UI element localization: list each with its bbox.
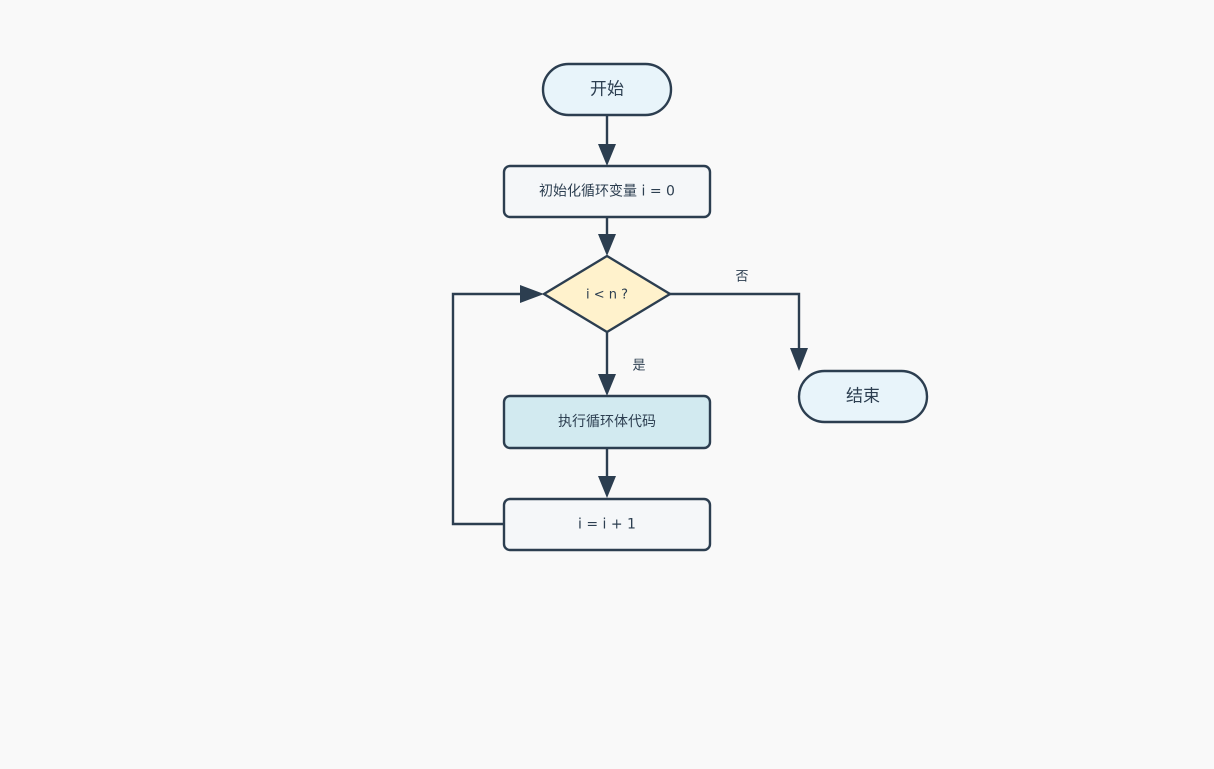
edge-body-to-increment	[598, 448, 616, 498]
init-node[interactable]: 初始化循环变量 i = 0	[502, 164, 712, 219]
start-node-label: 开始	[590, 80, 624, 100]
edge-label-yes: 是	[632, 359, 645, 374]
edge-increment-to-condition	[451, 285, 544, 526]
body-node-shape	[502, 394, 712, 450]
body-node-label: 执行循环体代码	[558, 414, 656, 430]
nodes: 开始 初始化循环变量 i = 0 i < n ? 执行循环体代码 i = i +…	[502, 62, 929, 552]
body-node[interactable]: 执行循环体代码	[502, 394, 712, 450]
init-node-label: 初始化循环变量 i = 0	[539, 183, 675, 200]
edge-condition-to-body: 是	[598, 332, 646, 396]
start-node[interactable]: 开始	[541, 62, 673, 117]
increment-node-label: i = i + 1	[578, 517, 636, 533]
end-node-shape	[797, 369, 929, 424]
increment-node-shape	[502, 497, 712, 552]
edge-init-to-condition	[598, 217, 616, 256]
edge-start-to-init	[598, 115, 616, 166]
edges: 是 否	[451, 115, 808, 526]
start-node-shape	[541, 62, 673, 117]
condition-node-label: i < n ?	[586, 288, 628, 303]
condition-node[interactable]: i < n ?	[541, 254, 673, 334]
increment-node[interactable]: i = i + 1	[502, 497, 712, 552]
condition-node-shape	[541, 254, 673, 334]
end-node[interactable]: 结束	[797, 369, 929, 424]
end-node-label: 结束	[846, 387, 880, 407]
init-node-shape	[502, 164, 712, 219]
edge-condition-to-end: 否	[670, 270, 808, 371]
edge-label-no: 否	[735, 270, 748, 285]
